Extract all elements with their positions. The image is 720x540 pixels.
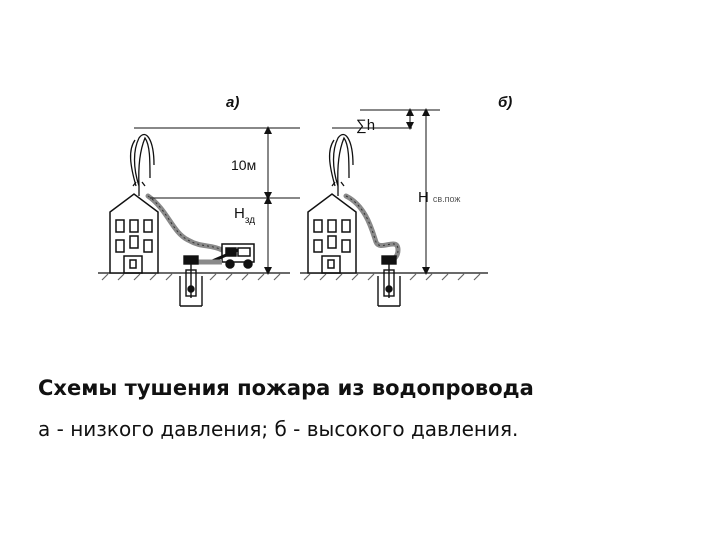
caption-subtitle: а - низкого давления; б - высокого давле… [38,417,519,441]
ground-a [98,272,290,281]
fire-pump-a [209,243,255,269]
building-b [307,193,357,274]
hydrant-well-b [377,255,401,307]
caption-title: Схемы тушения пожара из водопровода [38,376,534,400]
fire-hose-a [145,193,225,253]
panel-a-label: а) [226,94,239,111]
height-10m-label: 10м [231,157,256,173]
building-height-label: Нзд [234,205,255,226]
panel-b-label: б) [498,94,512,111]
hydrant-well-a [179,255,203,307]
dimensions-b [332,108,440,275]
fire-extinguishing-diagram: а) 10м Нзд [98,94,512,307]
panel-a: а) 10м Нзд [98,94,300,307]
sum-h-label: ∑h [356,117,375,134]
dimensions-a [134,126,300,275]
building-a [109,193,159,274]
water-jet-b [328,133,354,196]
water-jet-a [129,133,155,196]
